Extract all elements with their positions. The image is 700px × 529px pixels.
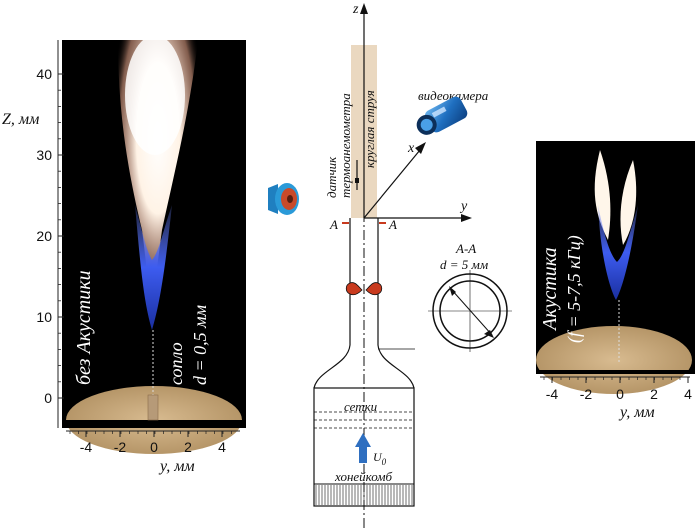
left-flame-blue	[135, 205, 172, 330]
jet-label: круглая струя	[362, 90, 377, 168]
left-flame-photo: без Акустики сопло d = 0,5 мм	[62, 35, 246, 454]
right-flame-white-right	[620, 160, 637, 245]
z-tick-label: 30	[36, 147, 52, 163]
right-condition-label-1: Акустика	[539, 247, 561, 332]
left-z-axis: 0 10 20 30 40 Z, мм	[2, 40, 64, 428]
right-flame-blue	[598, 205, 638, 300]
x-axis-line	[363, 149, 421, 219]
camera-label: видеокамера	[418, 88, 489, 103]
ring-left	[345, 282, 363, 296]
video-camera-icon	[416, 96, 468, 135]
right-y-axis: -4 -2 0 2 4 y, мм	[540, 376, 692, 421]
right-burner-plate	[536, 326, 692, 394]
section-title: А-А	[455, 241, 476, 256]
left-nozzle	[147, 394, 159, 421]
sensor-label-2: термоанемометра	[338, 93, 353, 198]
z-tick-label: 40	[36, 66, 52, 82]
z-tick-label: 20	[36, 228, 52, 244]
y-tick-label: 4	[218, 439, 226, 455]
right-condition-label-2: (f = 5-7,5 кГц)	[564, 235, 585, 343]
y-axis-label: y	[459, 199, 468, 214]
y-tick-label: -2	[114, 439, 127, 455]
section-marker-right: А	[388, 217, 397, 232]
section-view: А-А d = 5 мм	[428, 241, 512, 352]
left-condition-label: без Акустики	[73, 270, 95, 385]
left-nozzle-diameter: d = 0,5 мм	[190, 304, 210, 385]
section-marker-left: А	[329, 217, 338, 232]
right-flame-photo: Акустика (f = 5-7,5 кГц)	[536, 141, 695, 394]
section-diameter: d = 5 мм	[440, 257, 488, 272]
velocity-arrow-icon	[359, 445, 367, 463]
y-tick-label: 0	[150, 439, 158, 455]
y-axis-arrow	[461, 214, 472, 222]
grids-label: сетки	[344, 399, 378, 414]
schematic	[313, 3, 472, 528]
y-tick-label: 2	[184, 439, 192, 455]
z-axis-arrow	[360, 3, 368, 14]
right-flame-white-left	[594, 150, 611, 240]
speaker-icon	[268, 183, 299, 215]
left-z-axis-label: Z, мм	[2, 111, 39, 128]
y-tick-label: -4	[546, 386, 559, 402]
contraction-left	[313, 344, 351, 389]
z-axis-label: z	[352, 2, 359, 17]
contraction-right	[377, 344, 415, 389]
left-y-axis: -4 -2 0 2 4 y, мм	[66, 430, 240, 475]
z-tick-label: 10	[36, 309, 52, 325]
y-tick-label: -4	[80, 439, 93, 455]
x-axis-label: x	[407, 141, 415, 156]
right-y-axis-label: y, мм	[618, 404, 655, 421]
left-flame-core	[125, 35, 185, 155]
z-tick-label: 0	[44, 390, 52, 406]
settling-chamber	[313, 387, 415, 507]
left-nozzle-label: сопло	[166, 342, 186, 385]
y-tick-label: 4	[684, 386, 692, 402]
sensor-label-1: датчик	[324, 156, 339, 198]
ring-right	[365, 282, 383, 296]
left-y-axis-label: y, мм	[158, 458, 195, 475]
honeycomb-label: хонейкомб	[334, 469, 393, 484]
velocity-label: U0	[373, 450, 387, 467]
honeycomb	[315, 485, 413, 505]
y-tick-label: 2	[650, 386, 658, 402]
section-diameter-line	[450, 288, 493, 336]
y-tick-label: -2	[580, 386, 593, 402]
y-tick-label: 0	[616, 386, 624, 402]
x-axis-arrow	[415, 142, 426, 154]
